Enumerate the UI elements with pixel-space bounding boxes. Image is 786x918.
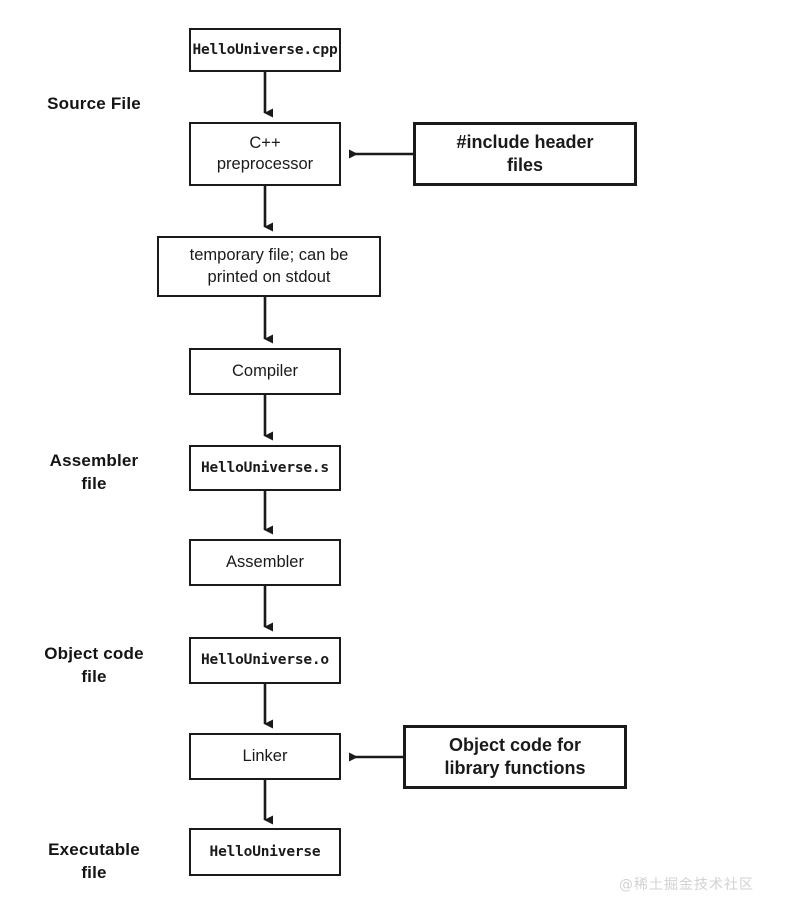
node-compiler[interactable]: Compiler	[189, 348, 341, 395]
stage-label-assembler-file: Assembler file	[49, 451, 139, 493]
stage-label-executable-file: Executable file	[48, 840, 140, 882]
node-linker[interactable]: Linker	[189, 733, 341, 780]
node-include-header-files[interactable]: #include header files	[413, 122, 637, 186]
node-hellouniverse-o[interactable]: HelloUniverse.o	[189, 637, 341, 684]
stage-label-source-file: Source File	[47, 94, 141, 113]
node-temporary-file[interactable]: temporary file; can be printed on stdout	[157, 236, 381, 297]
stage-label-object-code-file: Object code file	[44, 644, 144, 686]
node-hellouniverse-s[interactable]: HelloUniverse.s	[189, 445, 341, 491]
node-hellouniverse-cpp[interactable]: HelloUniverse.cpp	[189, 28, 341, 72]
watermark: @稀土掘金技术社区	[619, 877, 754, 893]
node-cpp-preprocessor[interactable]: C++ preprocessor	[189, 122, 341, 186]
node-assembler[interactable]: Assembler	[189, 539, 341, 586]
node-object-code-library[interactable]: Object code for library functions	[403, 725, 627, 789]
node-hellouniverse-exe[interactable]: HelloUniverse	[189, 828, 341, 876]
